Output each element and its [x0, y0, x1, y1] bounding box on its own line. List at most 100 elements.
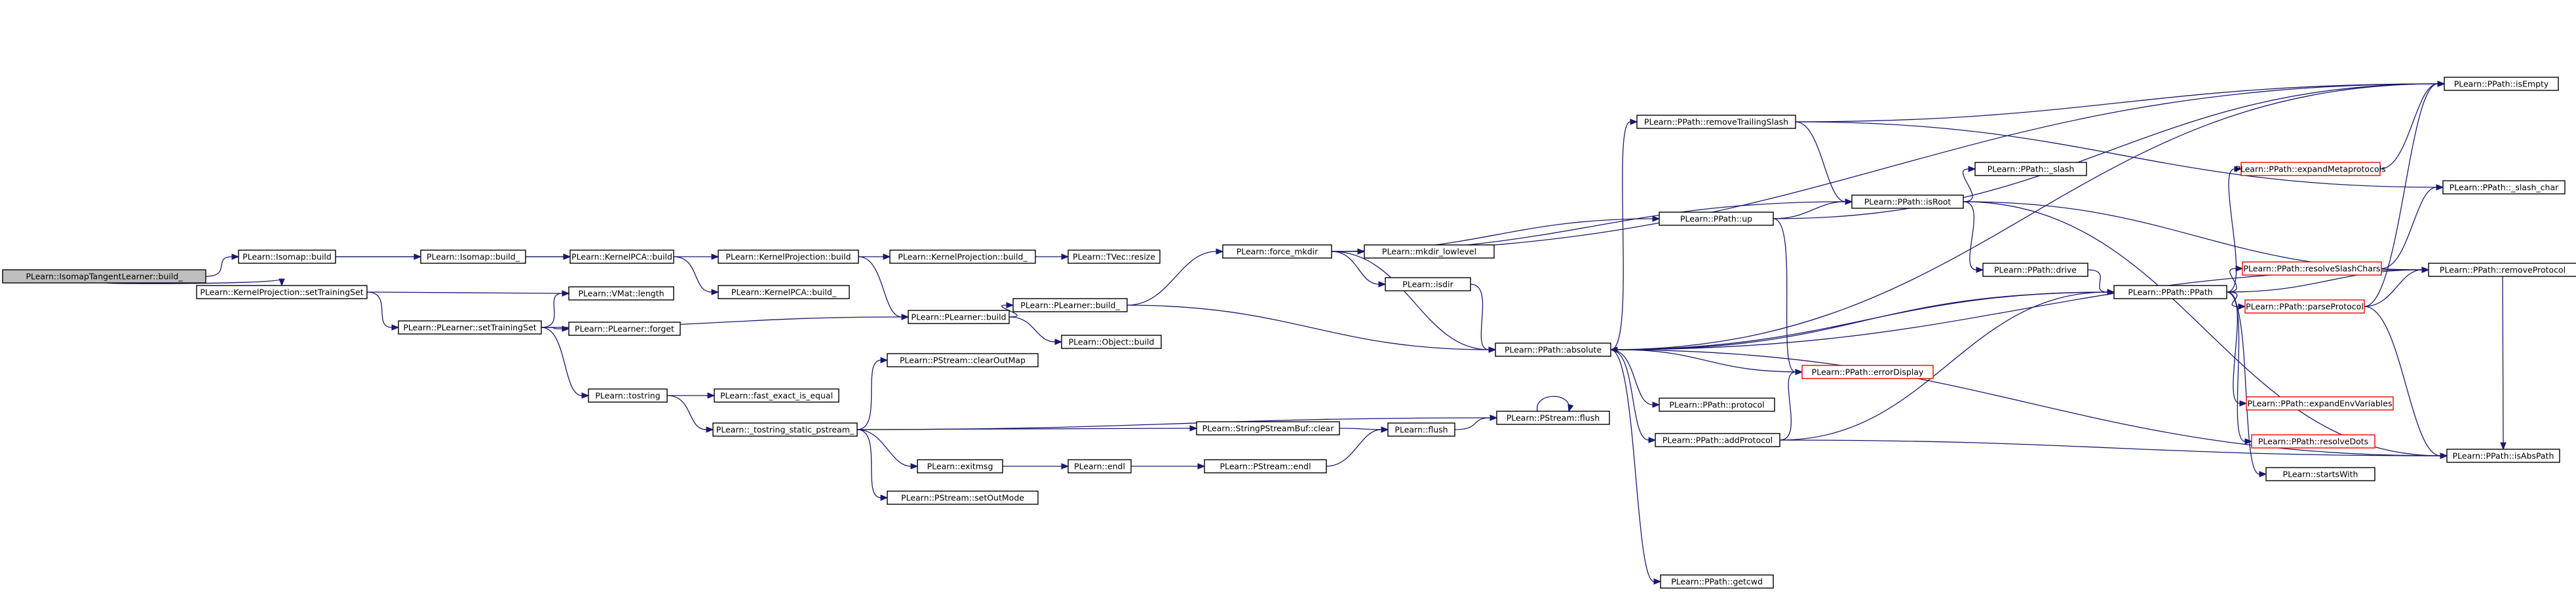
- node-plearn-ppath-absolute[interactable]: PLearn::PPath::absolute: [1495, 342, 1611, 357]
- edge-plearn-ppath-removetrailingslash-to-plearn-ppath-isroot: [1795, 121, 1853, 205]
- node-box: [568, 322, 681, 336]
- edge-line: [1610, 121, 1631, 350]
- node-plearn-isdir[interactable]: PLearn::isdir: [1385, 277, 1471, 291]
- arrowhead-icon: [563, 253, 571, 260]
- node-plearn-exitmsg[interactable]: PLearn::exitmsg: [917, 459, 1003, 473]
- node-plearn-ppath-errordisplay[interactable]: PLearn::PPath::errorDisplay: [1801, 365, 1934, 379]
- node-label: PLearn::PPath::expandMetaprotocols: [2235, 164, 2385, 174]
- node-plearn-ppath-resolveslashchars[interactable]: PLearn::PPath::resolveSlashChars: [2242, 261, 2382, 276]
- node-plearn-kernelpca-build[interactable]: PLearn::KernelPCA::build: [569, 250, 674, 264]
- node-plearn-force-mkdir[interactable]: PLearn::force_mkdir: [1222, 244, 1332, 259]
- arrowhead-icon: [1845, 198, 1853, 205]
- node-plearn-plearner-build[interactable]: PLearn::PLearner::build_: [1012, 298, 1128, 312]
- node-plearn-tostring-static-pstream[interactable]: PLearn::_tostring_static_pstream_: [712, 422, 858, 437]
- edge-plearn-ppath-removetrailingslash-to-plearn-ppath-slash-char: [1795, 121, 2444, 191]
- node-plearn-mkdir-lowlevel[interactable]: PLearn::mkdir_lowlevel: [1364, 244, 1495, 259]
- node-plearn-tostring[interactable]: PLearn::tostring: [588, 388, 668, 403]
- edge-plearn-tostring-static-pstream-to-plearn-stringpstreambuf-clear: [856, 425, 1198, 432]
- node-plearn-isomaptangentlearner-build[interactable]: PLearn::IsomapTangentLearner::build_: [2, 269, 206, 284]
- arrowhead-icon: [279, 278, 285, 287]
- node-box: [2242, 261, 2382, 276]
- node-plearn-pstream-clearoutmap[interactable]: PLearn::PStream::clearOutMap: [887, 353, 1039, 367]
- node-plearn-vmat-length[interactable]: PLearn::VMat::length: [568, 286, 674, 301]
- edge-plearn-ppath-absolute-to-plearn-ppath-protocol: [1610, 349, 1661, 408]
- node-plearn-flush[interactable]: PLearn::flush: [1387, 422, 1455, 437]
- node-box: [908, 310, 1010, 324]
- node-plearn-startswith[interactable]: PLearn::startsWith: [2265, 467, 2375, 481]
- edge-plearn-force-mkdir-to-plearn-isdir: [1331, 251, 1387, 287]
- node-plearn-kernelprojection-build[interactable]: PLearn::KernelProjection::build_: [889, 250, 1036, 264]
- node-label: PLearn::mkdir_lowlevel: [1382, 247, 1476, 257]
- node-box: [2446, 449, 2560, 463]
- arrowhead-icon: [2500, 442, 2507, 451]
- node-plearn-kernelpca-build[interactable]: PLearn::KernelPCA::build_: [718, 285, 850, 299]
- node-plearn-plearner-forget[interactable]: PLearn::PLearner::forget: [568, 322, 681, 336]
- edge-line: [1610, 291, 2108, 350]
- edge-plearn-stringpstreambuf-clear-to-plearn-flush: [1339, 426, 1389, 433]
- node-box: [2, 269, 206, 284]
- node-plearn-object-build[interactable]: PLearn::Object::build: [1061, 335, 1162, 349]
- edge-plearn-ppath-up-to-plearn-ppath-isroot: [1773, 198, 1853, 219]
- node-plearn-pstream-setoutmode[interactable]: PLearn::PStream::setOutMode: [887, 490, 1039, 505]
- node-plearn-pstream-endl[interactable]: PLearn::PStream::endl: [1204, 459, 1327, 473]
- node-plearn-ppath-drive[interactable]: PLearn::PPath::drive: [1982, 263, 2088, 277]
- node-plearn-ppath-slash-char[interactable]: PLearn::PPath::_slash_char: [2442, 180, 2566, 194]
- node-plearn-isomap-build[interactable]: PLearn::Isomap::build: [238, 250, 336, 264]
- node-plearn-ppath-removeprotocol[interactable]: PLearn::PPath::removeProtocol: [2428, 263, 2576, 277]
- arrowhead-icon: [706, 426, 714, 433]
- edge-line: [856, 429, 881, 498]
- node-plearn-ppath-protocol[interactable]: PLearn::PPath::protocol: [1659, 398, 1775, 412]
- node-plearn-endl[interactable]: PLearn::endl: [1067, 459, 1132, 473]
- node-box: [588, 388, 668, 403]
- node-plearn-ppath-isroot[interactable]: PLearn::PPath::isRoot: [1851, 194, 1964, 209]
- node-plearn-kernelprojection-settrainingset[interactable]: PLearn::KernelProjection::setTrainingSet: [196, 285, 368, 299]
- edge-plearn-flush-to-plearn-pstream-flush: [1454, 415, 1498, 430]
- node-plearn-fast-exact-is-equal[interactable]: PLearn::fast_exact_is_equal: [714, 388, 839, 403]
- node-plearn-pstream-flush[interactable]: PLearn::PStream::flush: [1496, 411, 1610, 425]
- node-plearn-stringpstreambuf-clear[interactable]: PLearn::StringPStreamBuf::clear: [1196, 421, 1340, 435]
- node-plearn-ppath-isempty[interactable]: PLearn::PPath::isEmpty: [2444, 77, 2559, 91]
- node-plearn-ppath-getcwd[interactable]: PLearn::PPath::getcwd: [1660, 574, 1774, 589]
- node-label: PLearn::PPath::getcwd: [1671, 577, 1763, 587]
- node-plearn-ppath-addprotocol[interactable]: PLearn::PPath::addProtocol: [1655, 433, 1780, 447]
- node-plearn-ppath-expandmetaprotocols[interactable]: PLearn::PPath::expandMetaprotocols: [2235, 162, 2386, 176]
- node-plearn-plearner-build[interactable]: PLearn::PLearner::build: [908, 310, 1010, 324]
- arrowhead-icon: [1652, 401, 1661, 408]
- node-box: [1801, 365, 1934, 379]
- edge-plearn-kernelprojection-settrainingset-to-plearn-plearner-settrainingset: [366, 291, 400, 331]
- node-plearn-isomap-build[interactable]: PLearn::Isomap::build_: [420, 250, 526, 264]
- node-box: [1655, 433, 1780, 447]
- edge-line: [856, 429, 912, 467]
- node-box: [2244, 299, 2365, 314]
- node-plearn-ppath-parseprotocol[interactable]: PLearn::PPath::parseProtocol: [2244, 299, 2365, 314]
- node-label: PLearn::fast_exact_is_equal: [720, 391, 833, 401]
- node-plearn-ppath-expandenvvariables[interactable]: PLearn::PPath::expandEnvVariables: [2246, 396, 2394, 411]
- edge-line: [1779, 439, 2441, 456]
- node-label: PLearn::TVec::resize: [1073, 252, 1155, 262]
- node-plearn-ppath-slash[interactable]: PLearn::PPath::_slash: [1974, 162, 2087, 176]
- node-plearn-ppath-ppath[interactable]: PLearn::PPath::PPath: [2113, 285, 2227, 299]
- edge-plearn-plearner-build-to-plearn-force-mkdir: [1126, 248, 1224, 306]
- node-plearn-ppath-removetrailingslash[interactable]: PLearn::PPath::removeTrailingSlash: [1636, 115, 1796, 129]
- node-plearn-plearner-settrainingset[interactable]: PLearn::PLearner::setTrainingSet: [398, 320, 542, 335]
- node-plearn-ppath-up[interactable]: PLearn::PPath::up: [1659, 212, 1774, 226]
- node-box: [887, 490, 1039, 505]
- node-box: [1196, 421, 1340, 435]
- edge-line: [1610, 349, 1649, 441]
- node-label: PLearn::PPath::removeProtocol: [2440, 265, 2566, 275]
- edge-line: [541, 293, 563, 328]
- node-plearn-ppath-isabspath[interactable]: PLearn::PPath::isAbsPath: [2446, 449, 2560, 463]
- arrowhead-icon: [2437, 81, 2446, 87]
- node-plearn-tvec-resize[interactable]: PLearn::TVec::resize: [1067, 250, 1161, 264]
- edge-line: [1617, 349, 1803, 373]
- node-label: PLearn::PStream::flush: [1507, 413, 1600, 423]
- edge-plearn-ppath-isroot-to-plearn-ppath-isabspath: [1963, 201, 2448, 459]
- edge-line: [2381, 187, 2437, 269]
- node-plearn-kernelprojection-build[interactable]: PLearn::KernelProjection::build: [718, 250, 859, 264]
- node-label: PLearn::PPath::isRoot: [1864, 197, 1951, 207]
- node-plearn-ppath-resolvedots[interactable]: PLearn::PPath::resolveDots: [2251, 434, 2375, 449]
- node-label: PLearn::isdir: [1402, 280, 1453, 289]
- edge-line: [1610, 349, 1655, 582]
- node-box: [568, 286, 674, 301]
- node-label: PLearn::PPath::_slash_char: [2450, 183, 2559, 193]
